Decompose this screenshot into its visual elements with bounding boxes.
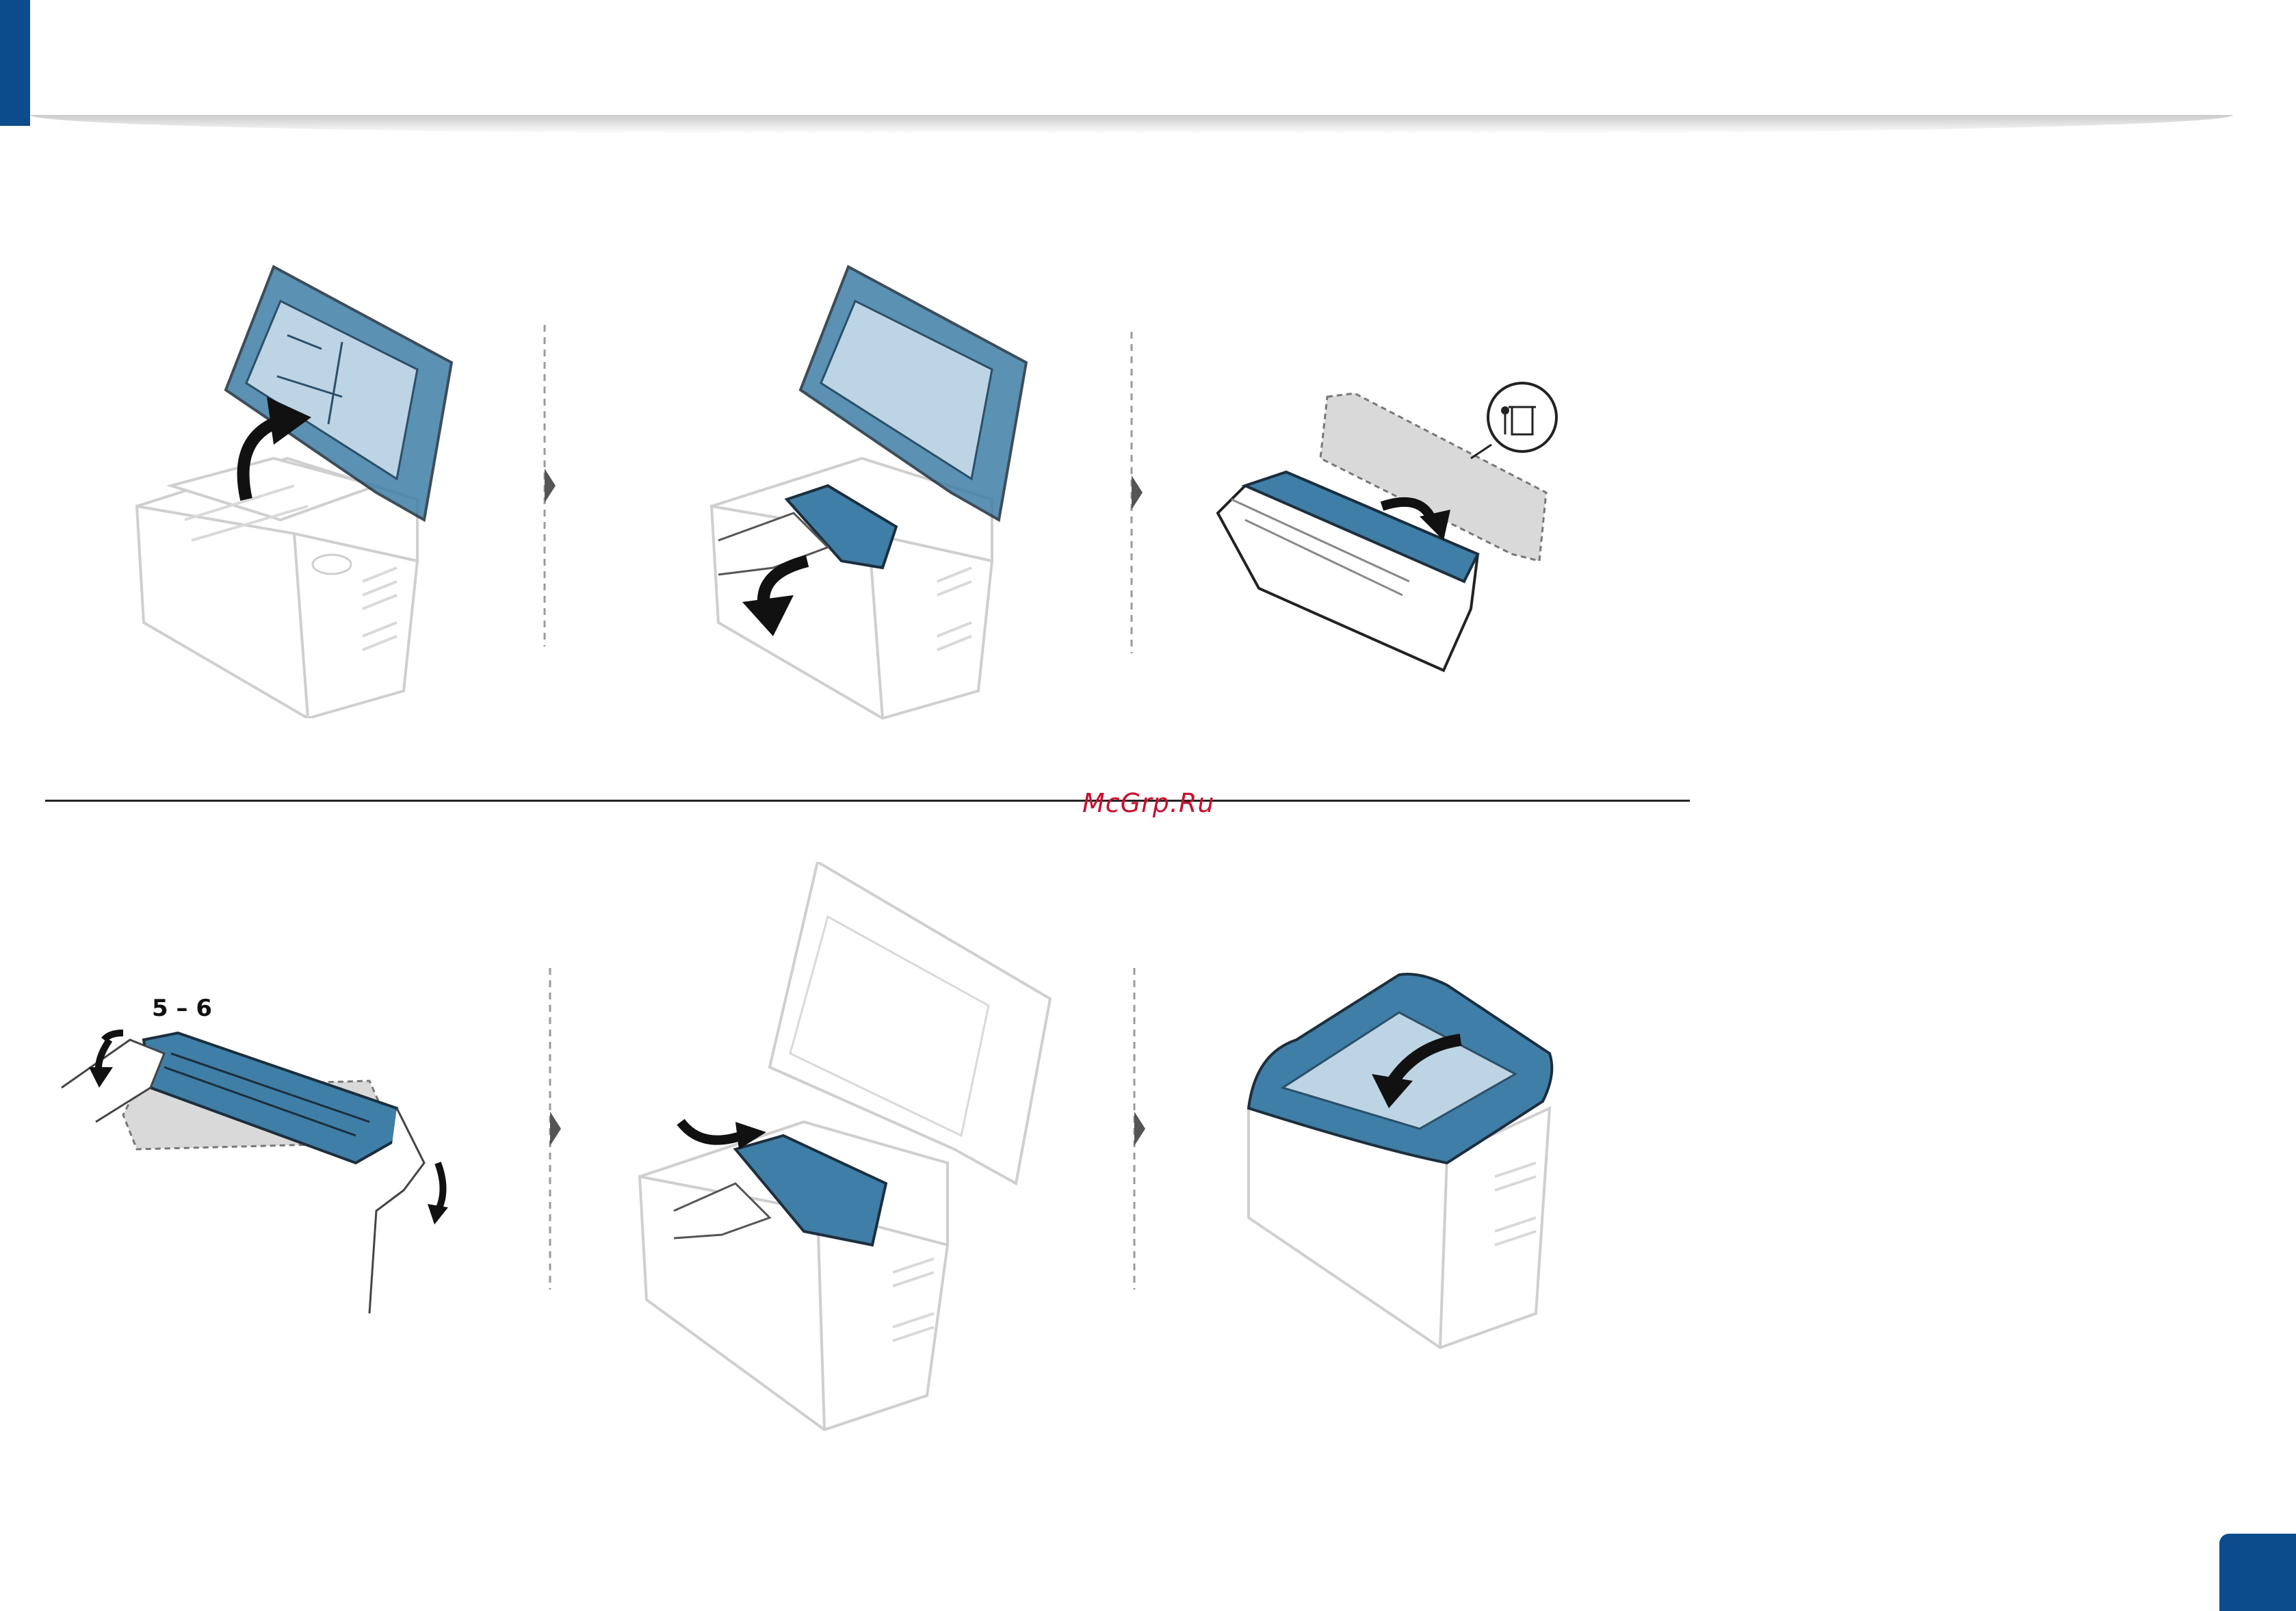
step-divider [545, 968, 561, 1289]
watermark-text: McGrp.Ru [1082, 788, 1214, 818]
step-open-cover [116, 253, 499, 718]
step-remove-cartridge [691, 253, 1074, 725]
section-divider [45, 800, 1690, 802]
printer-remove-cartridge-illustration [691, 253, 1074, 725]
printer-open-cover-illustration [116, 253, 499, 718]
step-divider [1126, 332, 1143, 653]
header-divider-shadow [30, 115, 2233, 134]
page-number-tab [2219, 1534, 2296, 1611]
rotation-count-label: 5 – 6 [152, 995, 212, 1022]
step-close-cover [1242, 971, 1625, 1354]
printer-close-cover-illustration [1242, 971, 1625, 1354]
step-insert-cartridge [633, 862, 1057, 1437]
step-shake-cartridge: 5 – 6 [55, 985, 479, 1313]
printer-insert-cartridge-illustration [633, 862, 1057, 1437]
step-divider [1129, 968, 1145, 1289]
step-unpack-cartridge [1204, 376, 1587, 684]
recycle-bin-icon [1471, 383, 1556, 458]
cartridge-unpack-illustration [1204, 376, 1587, 684]
page-number [2219, 1534, 2296, 1611]
header-accent-bar [0, 0, 30, 126]
cartridge-shake-illustration [55, 985, 479, 1313]
step-divider [539, 325, 556, 646]
